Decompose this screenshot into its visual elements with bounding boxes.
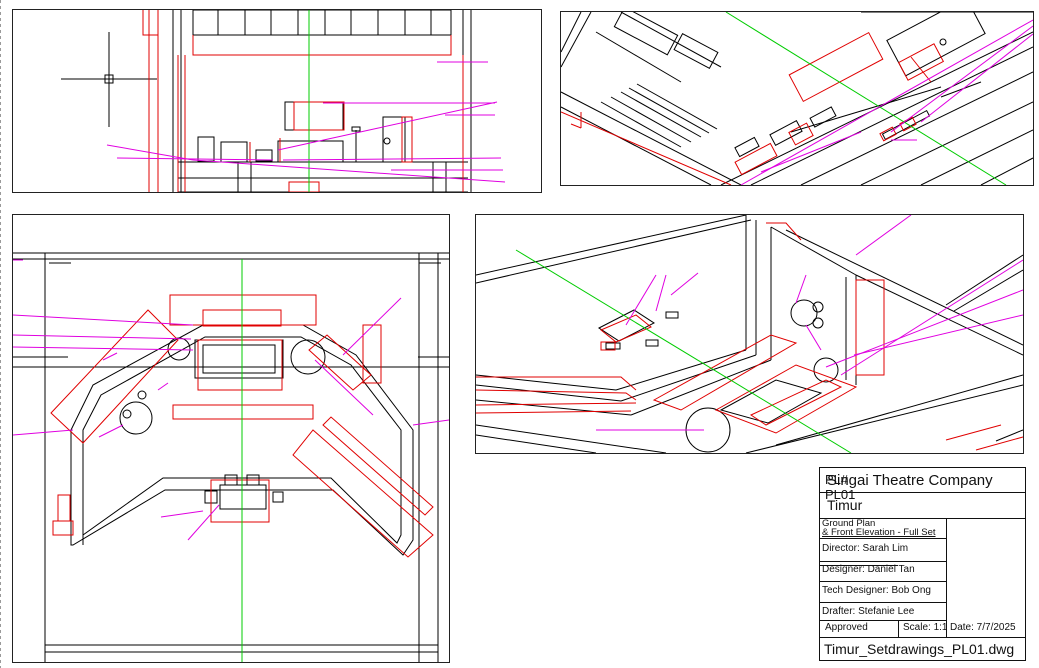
sheet-edge bbox=[0, 0, 1, 668]
date-cell: Date: 7/7/2025 bbox=[947, 620, 1025, 638]
show-name: Timur bbox=[827, 497, 863, 513]
drawing-title-line1: Ground Plan bbox=[822, 518, 876, 529]
date: Date: 7/7/2025 bbox=[950, 622, 1016, 633]
company-name-row: Singai Theatre Company bbox=[820, 468, 1025, 493]
drawing-title-line2: & Front Elevation - Full Set bbox=[822, 527, 936, 538]
ground-plan-drawing bbox=[13, 252, 449, 662]
tech-designer: Tech Designer: Bob Ong bbox=[822, 585, 931, 596]
tech-designer-cell: Tech Designer: Bob Ong bbox=[820, 581, 947, 603]
designer-cell: Designer: Daniel Tan bbox=[820, 560, 947, 582]
plate-label: PL# bbox=[825, 472, 849, 487]
approved: Approved bbox=[825, 622, 868, 633]
director: Director: Sarah Lim bbox=[822, 543, 909, 554]
viewport-front-elevation[interactable] bbox=[12, 9, 542, 193]
show-name-row: Timur bbox=[820, 493, 1025, 519]
scale-cell: Scale: 1:1 bbox=[899, 620, 947, 638]
scale: Scale: 1:1 bbox=[903, 622, 948, 633]
drawing-title-cell: Ground Plan & Front Elevation - Full Set bbox=[820, 519, 947, 538]
company-name: Singai Theatre Company bbox=[827, 472, 993, 489]
director-cell: Director: Sarah Lim bbox=[820, 538, 947, 562]
isometric-upper-drawing bbox=[561, 12, 1033, 185]
title-block: Singai Theatre Company Timur Ground Plan… bbox=[819, 467, 1026, 661]
designer: Designer: Daniel Tan bbox=[822, 564, 915, 575]
plate-number-cell: PL# PL01 bbox=[820, 468, 898, 566]
viewport-isometric-lower[interactable] bbox=[475, 214, 1024, 454]
viewport-ground-plan[interactable] bbox=[12, 214, 450, 663]
isometric-lower-drawing bbox=[476, 215, 1023, 453]
viewport-isometric-upper[interactable] bbox=[560, 11, 1034, 186]
front-elevation-drawing bbox=[61, 10, 506, 192]
drafter: Drafter: Stefanie Lee bbox=[822, 606, 915, 617]
drafter-cell: Drafter: Stefanie Lee bbox=[820, 602, 947, 621]
filename-cell: Timur_Setdrawings_PL01.dwg bbox=[820, 638, 1025, 660]
plate-number: PL01 bbox=[825, 487, 856, 502]
filename: Timur_Setdrawings_PL01.dwg bbox=[824, 641, 1015, 657]
approved-cell: Approved bbox=[820, 620, 899, 638]
